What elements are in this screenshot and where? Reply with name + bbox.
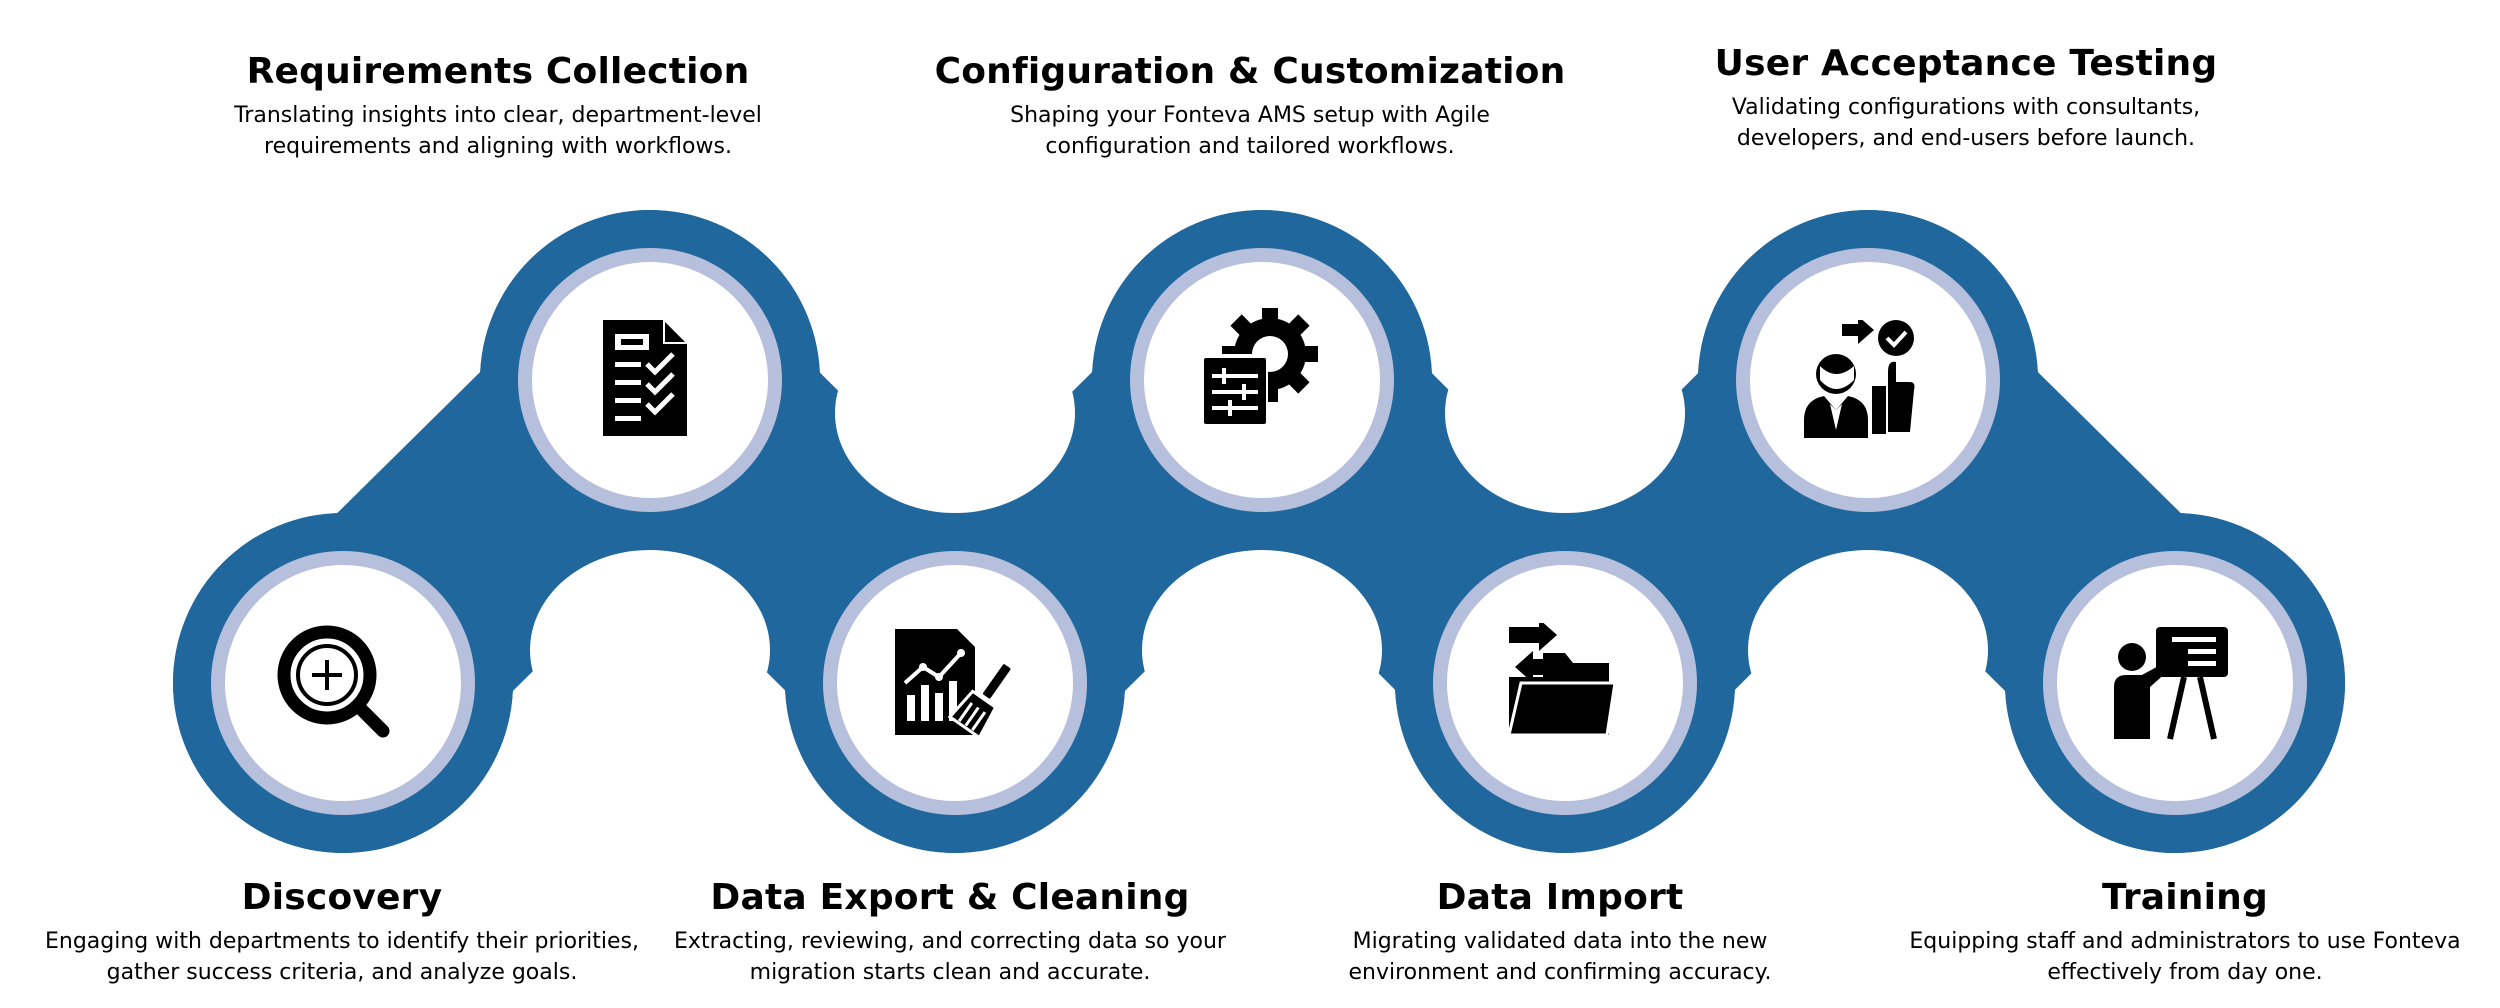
step-title: User Acceptance Testing bbox=[1714, 43, 2218, 84]
chain-gap-bottom bbox=[1142, 550, 1382, 750]
chain-node-inner bbox=[225, 565, 461, 801]
step-desc-line: Extracting, reviewing, and correcting da… bbox=[674, 929, 1226, 954]
step-uat: User Acceptance Testing Validating confi… bbox=[1656, 42, 2276, 154]
chain-gap bbox=[517, 711, 781, 891]
step-description: Validating configurations with consultan… bbox=[1656, 92, 2276, 154]
step-desc-line: Migrating validated data into the new bbox=[1352, 929, 1768, 954]
step-description: Translating insights into clear, departm… bbox=[188, 100, 808, 162]
step-data-export: Data Export & Cleaning Extracting, revie… bbox=[640, 876, 1260, 988]
chain-gap-bottom bbox=[1748, 550, 1988, 750]
step-title: Data Import bbox=[1436, 877, 1684, 918]
step-title: Configuration & Customization bbox=[934, 51, 1566, 92]
folder-transfer-icon bbox=[1507, 623, 1617, 737]
chart-document-brush-icon bbox=[895, 629, 1011, 740]
step-desc-line: requirements and aligning with workflows… bbox=[264, 134, 732, 159]
chain-gap-bottom bbox=[530, 550, 770, 750]
step-requirements: Requirements Collection Translating insi… bbox=[188, 50, 808, 162]
chain-gap bbox=[1128, 711, 1392, 891]
step-title: Data Export & Cleaning bbox=[710, 877, 1190, 918]
step-description: Engaging with departments to identify th… bbox=[32, 926, 652, 988]
magnifier-plus-icon bbox=[277, 625, 390, 738]
chain-gaps bbox=[517, 172, 2002, 891]
step-desc-line: migration starts clean and accurate. bbox=[749, 960, 1151, 985]
step-description: Shaping your Fonteva AMS setup with Agil… bbox=[925, 100, 1575, 162]
step-description: Extracting, reviewing, and correcting da… bbox=[640, 926, 1260, 988]
chain-gap bbox=[824, 172, 1088, 352]
step-desc-line: Equipping staff and administrators to us… bbox=[1909, 929, 2461, 954]
step-description: Equipping staff and administrators to us… bbox=[1875, 926, 2495, 988]
checklist-document-icon bbox=[603, 320, 687, 436]
step-discovery: Discovery Engaging with departments to i… bbox=[32, 876, 652, 988]
step-desc-line: developers, and end-users before launch. bbox=[1736, 126, 2196, 151]
chain-gap-top bbox=[1445, 313, 1685, 513]
step-training: Training Equipping staff and administrat… bbox=[1875, 876, 2495, 988]
step-desc-line: Translating insights into clear, departm… bbox=[234, 103, 762, 128]
step-desc-line: effectively from day one. bbox=[2047, 960, 2323, 985]
chain-gap bbox=[1433, 172, 1697, 352]
step-configuration: Configuration & Customization Shaping yo… bbox=[925, 50, 1575, 162]
chain-node-inner bbox=[1750, 262, 1986, 498]
step-desc-line: configuration and tailored workflows. bbox=[1045, 134, 1455, 159]
step-description: Migrating validated data into the new en… bbox=[1250, 926, 1870, 988]
step-title: Training bbox=[2102, 877, 2268, 918]
step-desc-line: gather success criteria, and analyze goa… bbox=[106, 960, 578, 985]
chain-gap bbox=[1738, 711, 2002, 891]
step-data-import: Data Import Migrating validated data int… bbox=[1250, 876, 1870, 988]
user-approval-icon bbox=[1804, 320, 1915, 438]
step-desc-line: Engaging with departments to identify th… bbox=[44, 929, 639, 954]
step-desc-line: Validating configurations with consultan… bbox=[1731, 95, 2201, 120]
step-desc-line: Shaping your Fonteva AMS setup with Agil… bbox=[1010, 103, 1490, 128]
chain-gap-top bbox=[835, 313, 1075, 513]
chain-node-inner bbox=[2057, 565, 2293, 801]
gear-settings-icon bbox=[1200, 308, 1318, 426]
presenter-board-icon bbox=[2114, 627, 2228, 740]
step-desc-line: environment and confirming accuracy. bbox=[1348, 960, 1772, 985]
step-title: Requirements Collection bbox=[246, 51, 750, 92]
step-title: Discovery bbox=[241, 877, 443, 918]
